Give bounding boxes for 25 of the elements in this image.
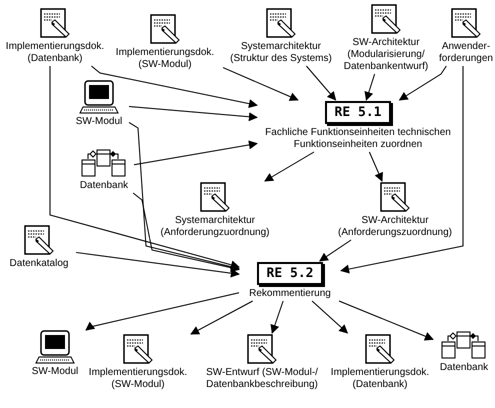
arrow <box>319 240 352 262</box>
arrow <box>128 106 258 122</box>
arrow <box>340 66 464 274</box>
arrow <box>364 74 376 101</box>
arrow <box>190 300 254 335</box>
arrow <box>76 252 240 278</box>
arrow <box>306 66 336 101</box>
process-box: RE 5.1 <box>324 101 392 124</box>
arrow <box>90 66 258 108</box>
arrow <box>50 66 240 270</box>
arrow <box>264 152 314 182</box>
arrow <box>132 192 240 272</box>
arrow <box>85 292 240 331</box>
process-box: RE 5.2 <box>256 262 324 285</box>
arrow <box>128 122 240 272</box>
node-label: Datenkatalog <box>10 258 68 270</box>
arrow <box>338 300 434 340</box>
arrow <box>134 140 258 166</box>
arrow <box>270 300 284 334</box>
node-label: Anwender- forderungen <box>436 41 495 65</box>
arrow <box>312 300 348 334</box>
process-description: Rekommentierung <box>249 288 331 300</box>
arrow <box>222 67 299 101</box>
arrow <box>368 152 383 182</box>
arrow <box>398 66 447 100</box>
